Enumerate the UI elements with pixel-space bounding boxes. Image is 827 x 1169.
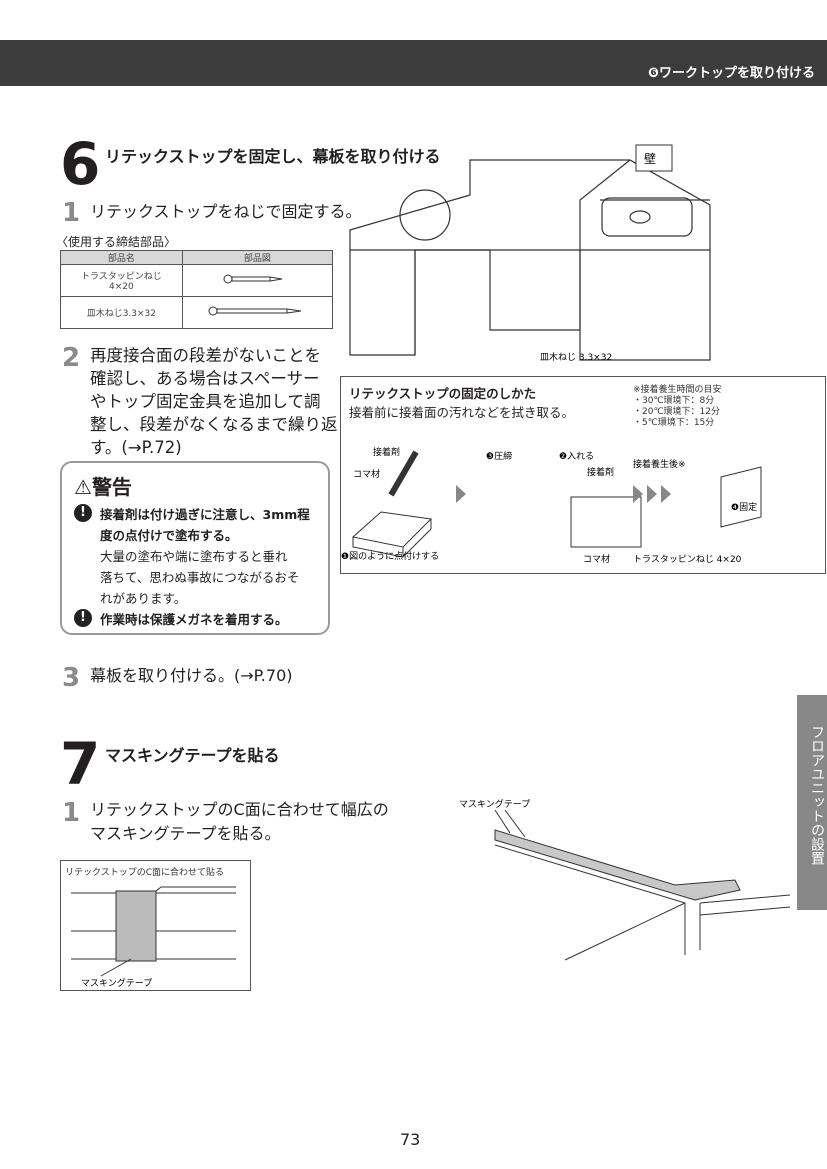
section-header-title: ❻ワークトップを取り付ける bbox=[647, 66, 815, 81]
svg-text:❹固定: ❹固定 bbox=[731, 501, 757, 513]
screw-icon bbox=[181, 264, 334, 297]
cure-note: ※接着養生時間の目安・30℃環境下：8分・20℃環境下：12分・5℃環境下：15… bbox=[633, 385, 722, 428]
svg-text:トラスタッピンねじ 4×20: トラスタッピンねじ 4×20 bbox=[633, 554, 742, 565]
exclamation-icon: ! bbox=[74, 609, 92, 627]
step-number: 2 bbox=[62, 343, 81, 373]
screw-icon bbox=[181, 296, 334, 329]
svg-text:接着剤: 接着剤 bbox=[373, 446, 400, 458]
warning-box: ⚠警告 ! 接着剤は付け過ぎに注意し、3mm程度の点付けで塗布する。 大量の塗布… bbox=[60, 461, 330, 635]
screw-label: 皿木ねじ 3.3×32 bbox=[540, 351, 612, 363]
wall-label: 壁 bbox=[644, 151, 656, 166]
howto-subtitle: 接着前に接着面の汚れなどを拭き取る。 bbox=[349, 405, 575, 420]
step-text: リテックストップのC面に合わせて幅広のマスキングテープを貼る。 bbox=[90, 800, 389, 843]
warning-title: 警告 bbox=[91, 475, 132, 499]
parts-caption: 〈使用する締結部品〉 bbox=[56, 235, 177, 249]
masking-tape-illustration: マスキングテープ bbox=[459, 798, 791, 961]
svg-text:マスキングテープ: マスキングテープ bbox=[459, 798, 530, 810]
step-text: リテックストップをねじで固定する。 bbox=[90, 202, 362, 221]
step-text: 幕板を取り付ける。(→P.70) bbox=[90, 666, 293, 685]
step-text: 再度接合面の段差がないことを確認し、ある場合はスペーサーやトップ固定金具を追加し… bbox=[90, 346, 338, 457]
svg-text:❷入れる: ❷入れる bbox=[559, 451, 594, 462]
step-number: 1 bbox=[62, 798, 81, 828]
svg-text:接着養生後※: 接着養生後※ bbox=[633, 458, 686, 470]
page-number: 73 bbox=[400, 1130, 421, 1149]
table-header: 部品名 bbox=[60, 250, 183, 265]
arrow-icon bbox=[456, 485, 671, 503]
section-number: 7 bbox=[60, 730, 101, 798]
cabinet-illustration: 壁 皿木ねじ 3.3×32 bbox=[349, 144, 711, 363]
chapter-side-tab[interactable]: フロアユニットの設置 bbox=[797, 695, 827, 910]
table-header: 部品図 bbox=[181, 250, 334, 265]
howto-box: リテックストップの固定のしかた 接着前に接着面の汚れなどを拭き取る。 ※接着養生… bbox=[340, 376, 826, 574]
step-number: 1 bbox=[62, 198, 81, 228]
section-header-bar: ❻ワークトップを取り付ける bbox=[0, 40, 827, 86]
section-title: マスキングテープを貼る bbox=[105, 746, 280, 765]
warning-triangle-icon: ⚠ bbox=[74, 475, 92, 499]
fixing-steps-illustration: 接着剤 コマ材 ❶図のように点付けする ❸圧締 ❷入れる 接着剤 コマ材 接着養… bbox=[341, 446, 762, 565]
svg-text:コマ材: コマ材 bbox=[583, 553, 610, 565]
section-title: リテックストップを固定し、幕板を取り付ける bbox=[105, 147, 441, 166]
howto-title: リテックストップの固定のしかた bbox=[349, 386, 537, 401]
svg-text:コマ材: コマ材 bbox=[353, 468, 380, 480]
step-number: 3 bbox=[62, 663, 81, 693]
masking-detail-box: リテックストップのC面に合わせて貼る マスキングテープ bbox=[60, 860, 251, 991]
table-cell: 皿木ねじ3.3×32 bbox=[60, 296, 183, 329]
section-number: 6 bbox=[60, 130, 101, 198]
svg-text:❶図のように点付けする: ❶図のように点付けする bbox=[341, 551, 439, 562]
svg-text:❸圧締: ❸圧締 bbox=[486, 450, 512, 462]
svg-text:マスキングテープ: マスキングテープ bbox=[81, 977, 152, 989]
exclamation-icon: ! bbox=[74, 504, 92, 522]
svg-text:接着剤: 接着剤 bbox=[587, 466, 614, 478]
